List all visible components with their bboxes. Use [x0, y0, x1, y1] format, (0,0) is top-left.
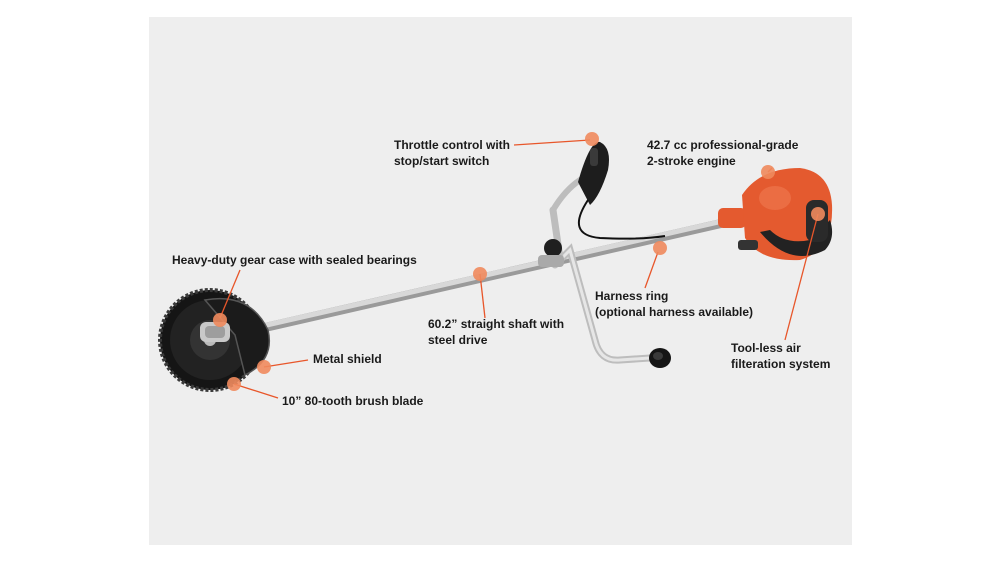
harness-marker-dot: [653, 241, 667, 255]
gear-case-leader-line: [219, 269, 241, 319]
rear-grip-icon: [649, 348, 671, 368]
harness-callout-line-2: (optional harness available): [595, 305, 754, 319]
shaft-leader-line: [479, 273, 486, 319]
harness-leader-line: [644, 251, 659, 289]
throttle-marker-dot: [585, 132, 599, 146]
gear-case-marker-dot: [213, 313, 227, 327]
engine-callout: 42.7 cc professional-grade 2-stroke engi…: [647, 137, 798, 169]
blade-marker-dot: [227, 377, 241, 391]
air-filter-callout-line-1: Tool-less air: [731, 341, 801, 355]
throttle-grip-icon: [578, 141, 609, 205]
throttle-leader-line: [513, 139, 591, 146]
throttle-cable: [578, 199, 666, 240]
metal-shield-marker-dot: [257, 360, 271, 374]
shaft-marker-dot: [473, 267, 487, 281]
blade-leader-line: [233, 383, 279, 399]
harness-callout: Harness ring (optional harness available…: [595, 288, 753, 320]
blade-callout: 10” 80-tooth brush blade: [282, 393, 423, 409]
throttle-callout: Throttle control with stop/start switch: [394, 137, 510, 169]
metal-shield-callout-line-1: Metal shield: [313, 352, 382, 366]
shaft-callout-line-2: steel drive: [428, 333, 488, 347]
gear-case-callout-line-1: Heavy-duty gear case with sealed bearing…: [172, 253, 417, 267]
gear-case-callout: Heavy-duty gear case with sealed bearing…: [172, 252, 417, 268]
engine-callout-line-1: 42.7 cc professional-grade: [647, 138, 799, 152]
metal-shield-leader-line: [263, 359, 309, 368]
air-filter-leader-line: [784, 213, 819, 341]
throttle-callout-line-2: stop/start switch: [394, 154, 490, 168]
air-filter-callout: Tool-less air filteration system: [731, 340, 830, 372]
engine-icon: [718, 168, 833, 261]
metal-shield-callout: Metal shield: [313, 351, 382, 367]
air-filter-callout-line-2: filteration system: [731, 357, 831, 371]
blade-callout-line-1: 10” 80-tooth brush blade: [282, 394, 424, 408]
shaft-callout-line-1: 60.2” straight shaft with: [428, 317, 565, 331]
shaft-callout: 60.2” straight shaft with steel drive: [428, 316, 564, 348]
engine-marker-dot: [761, 165, 775, 179]
throttle-callout-line-1: Throttle control with: [394, 138, 510, 152]
handle-clamp-knob-icon: [538, 239, 564, 267]
product-panel: [149, 17, 852, 545]
harness-callout-line-1: Harness ring: [595, 289, 669, 303]
air-filter-marker-dot: [811, 207, 825, 221]
engine-callout-line-2: 2-stroke engine: [647, 154, 736, 168]
gear-case-icon: [200, 322, 230, 342]
handlebar: [549, 177, 654, 364]
